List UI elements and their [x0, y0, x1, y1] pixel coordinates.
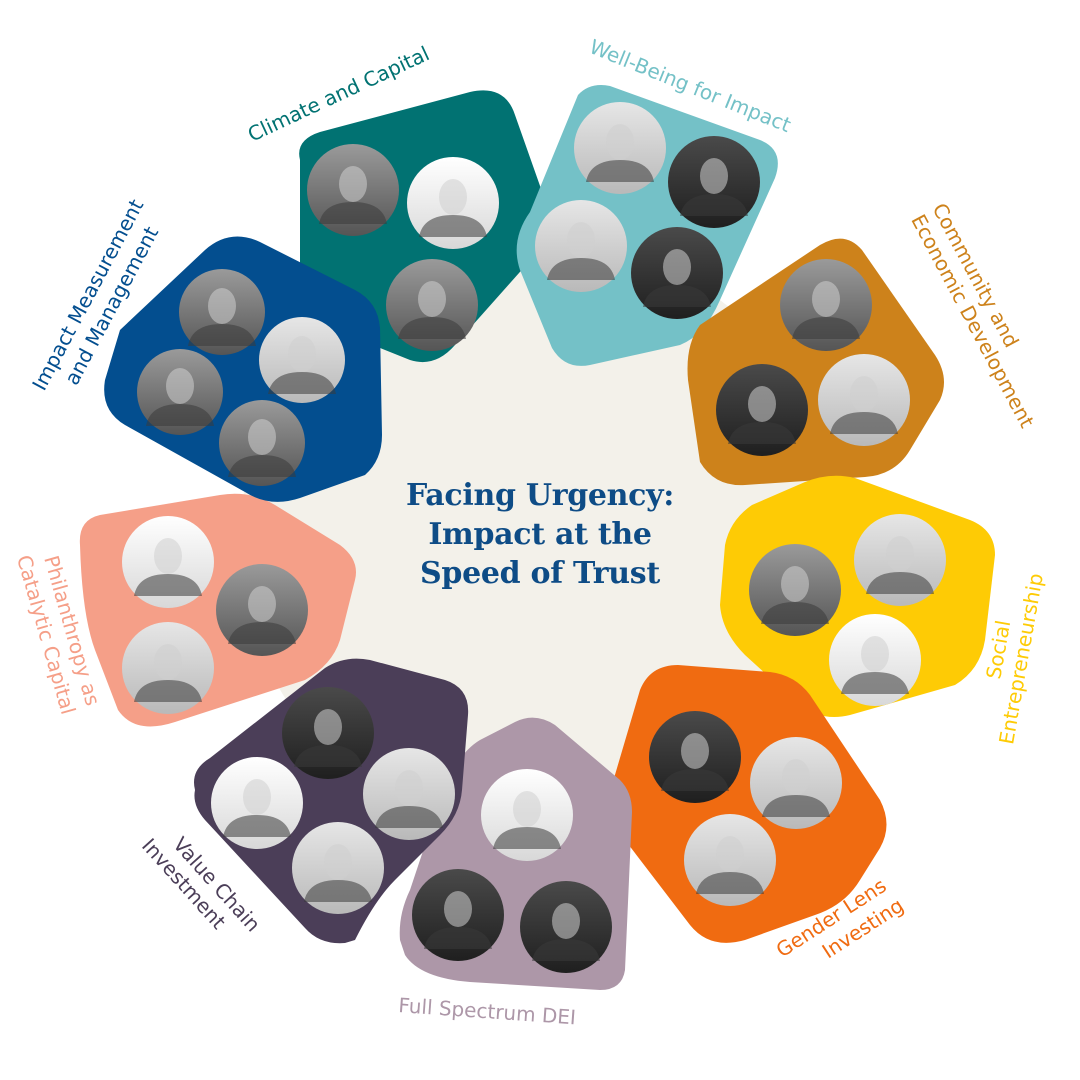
track-social	[720, 475, 995, 718]
speaker-photo	[259, 317, 345, 403]
speaker-photo	[716, 364, 808, 456]
speaker-photo	[574, 102, 666, 194]
title-line-2: Impact at the	[428, 517, 652, 552]
page-title: Facing Urgency: Impact at the Speed of T…	[360, 476, 720, 593]
speaker-photo	[363, 748, 455, 840]
speaker-photo	[292, 822, 384, 914]
title-line-1: Facing Urgency:	[405, 478, 675, 513]
track-community	[687, 238, 944, 486]
speaker-photo	[219, 400, 305, 486]
track-gender	[611, 665, 887, 943]
speaker-photo	[631, 227, 723, 319]
speaker-photo	[520, 881, 612, 973]
track-imm	[104, 236, 382, 502]
title-line-3: Speed of Trust	[420, 556, 660, 591]
speaker-photo	[535, 200, 627, 292]
speaker-photo	[122, 622, 214, 714]
speaker-photo	[307, 144, 399, 236]
speaker-photo	[684, 814, 776, 906]
speaker-photo	[282, 687, 374, 779]
speaker-photo	[749, 544, 841, 636]
track-philanthropy	[79, 493, 356, 727]
track-imm-shape	[104, 236, 382, 502]
speaker-photo	[122, 516, 214, 608]
speaker-photo	[179, 269, 265, 355]
speaker-photo	[649, 711, 741, 803]
track-valuechain	[194, 658, 469, 944]
speaker-photo	[829, 614, 921, 706]
speaker-photo	[211, 757, 303, 849]
speaker-photo	[386, 259, 478, 351]
speaker-photo	[854, 514, 946, 606]
speaker-photo	[668, 136, 760, 228]
speaker-photo	[216, 564, 308, 656]
speaker-photo	[818, 354, 910, 446]
speaker-photo	[407, 157, 499, 249]
track-label-dei: Full Spectrum DEI	[398, 993, 577, 1029]
speaker-photo	[780, 259, 872, 351]
speaker-photo	[137, 349, 223, 435]
speaker-photo	[750, 737, 842, 829]
speaker-photo	[412, 869, 504, 961]
speaker-photo	[481, 769, 573, 861]
track-valuechain-shape	[194, 658, 469, 944]
track-wellbeing	[516, 85, 778, 366]
